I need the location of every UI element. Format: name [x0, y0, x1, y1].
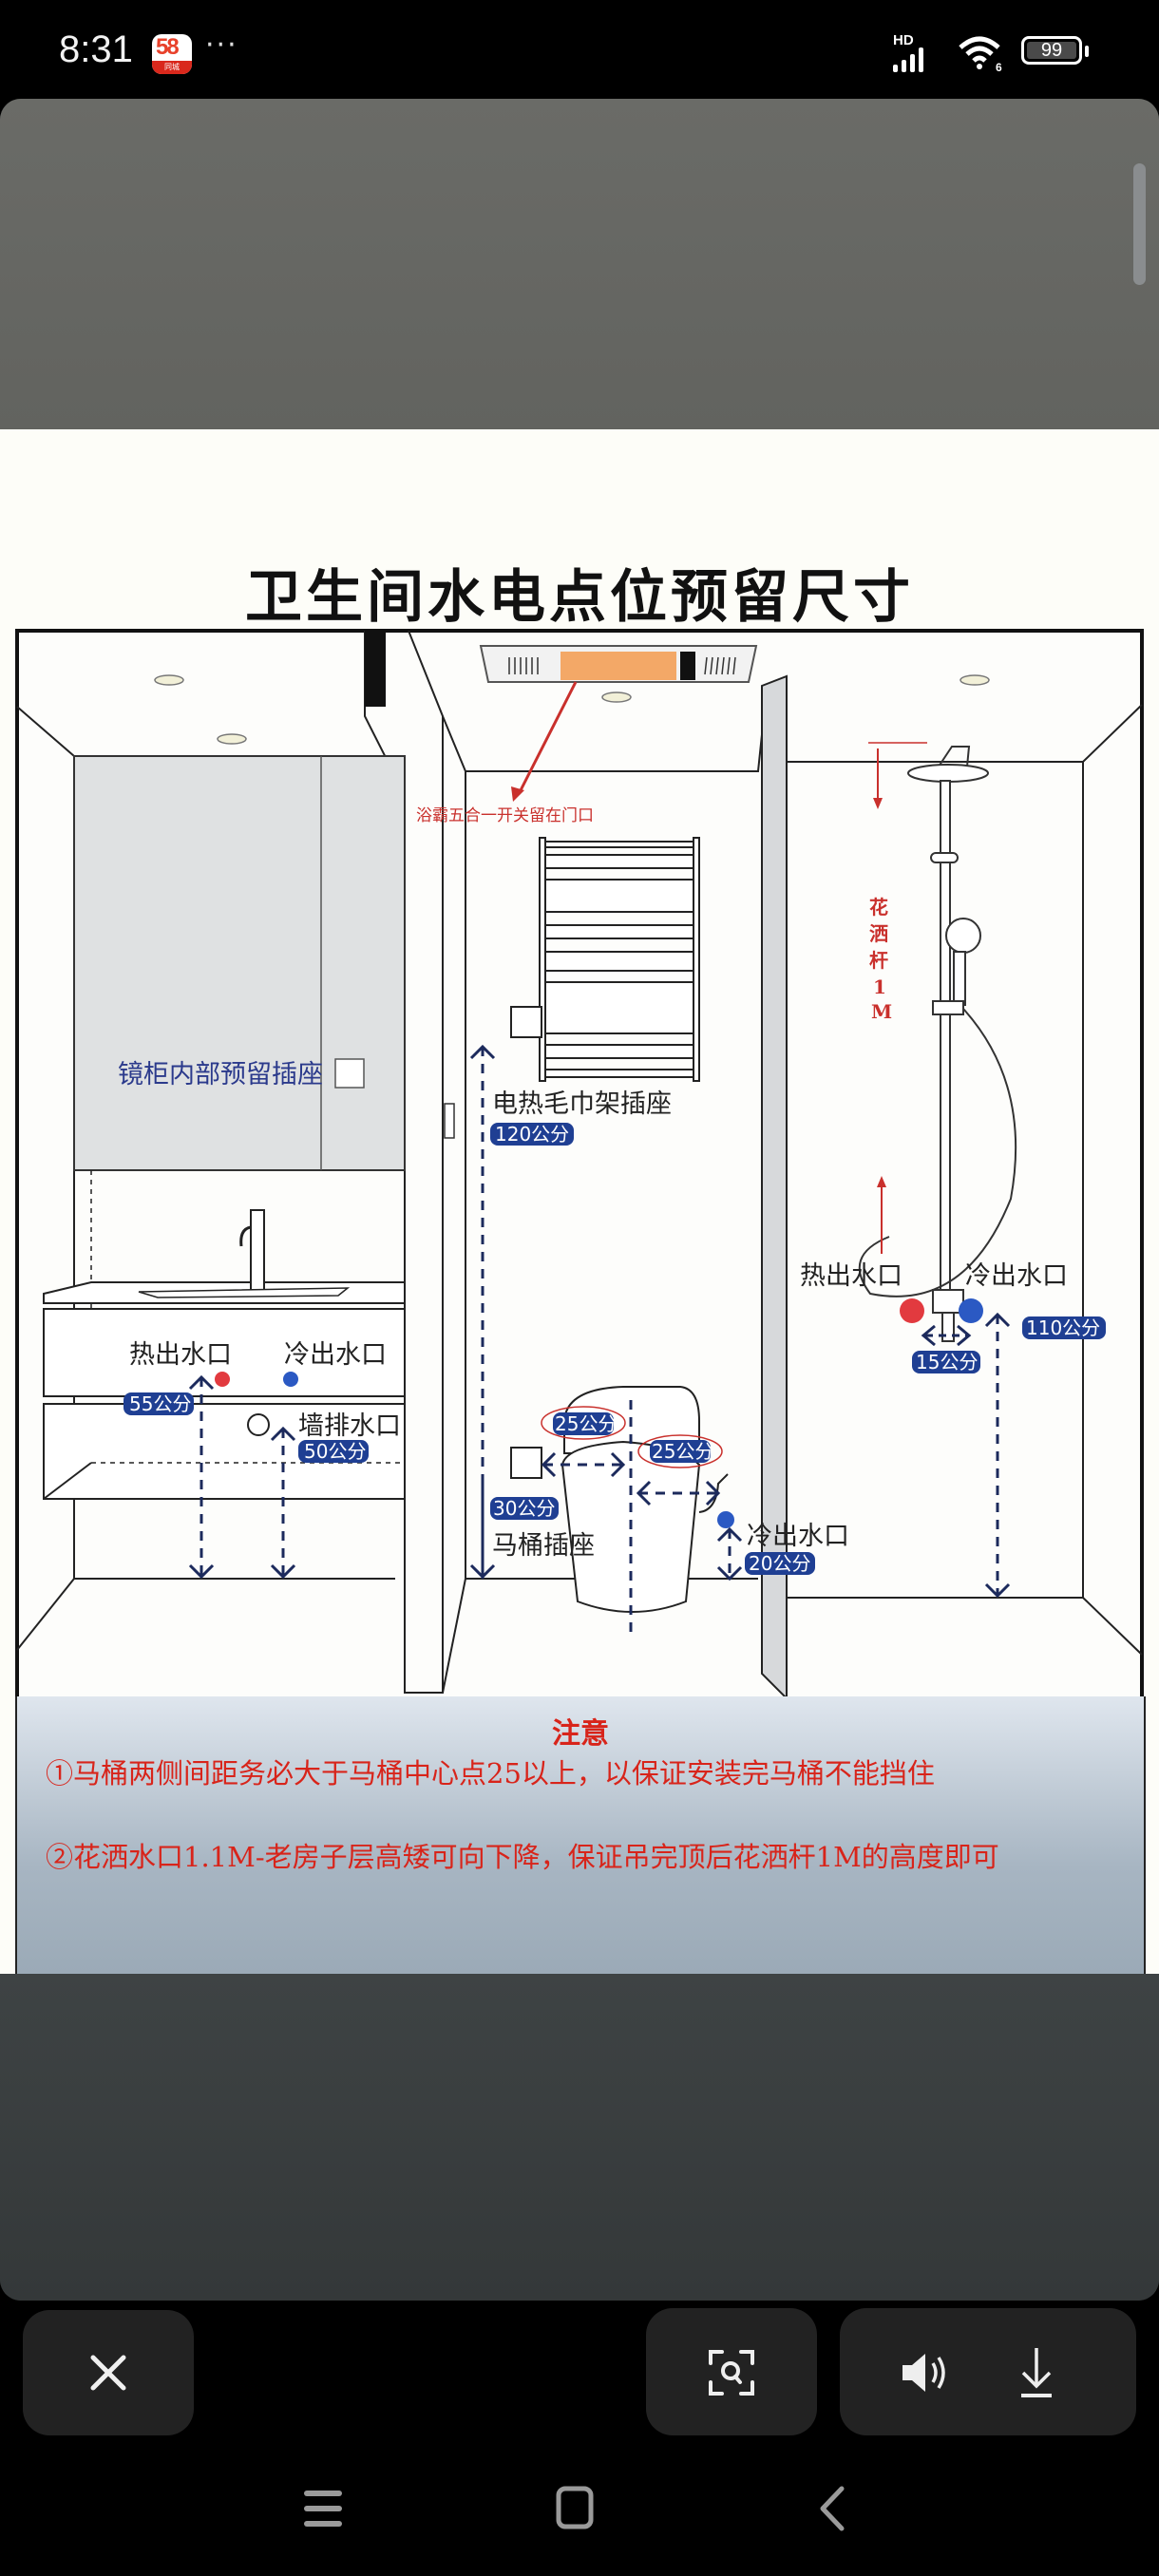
- system-navigation-bar: [0, 2451, 1159, 2576]
- dimmed-area-bottom: [0, 1974, 1159, 2301]
- visual-search-button[interactable]: [646, 2308, 817, 2435]
- bath-heater: [479, 645, 758, 802]
- home-icon[interactable]: [555, 2485, 597, 2532]
- clock: 8:31: [59, 28, 133, 70]
- basin-dimension-lines: [188, 1374, 296, 1580]
- toilet-socket-icon: [510, 1447, 542, 1479]
- svg-text:25公分: 25公分: [652, 1440, 713, 1463]
- mirror-cabinet: [73, 755, 406, 1171]
- basin-hot-label: 热出水口: [129, 1340, 232, 1370]
- download-icon[interactable]: [1013, 2344, 1060, 2401]
- svg-text:M: M: [871, 1000, 892, 1023]
- svg-text:洒: 洒: [869, 922, 888, 945]
- svg-text:花: 花: [869, 896, 888, 919]
- toilet-dimension-lines: [481, 1451, 743, 1582]
- audio-download-group: [840, 2308, 1136, 2435]
- basin-cold-outlet: [283, 1372, 298, 1387]
- bathroom-diagram: 浴霸五合一开关留在门口 镜柜内部预留插座 热出水口: [15, 629, 1144, 1700]
- shower-bar-label: 花 洒 杆 1 M: [869, 896, 892, 1023]
- basin-cold-label: 冷出水口: [284, 1340, 387, 1370]
- 58-app-notification-icon: 58 同城: [152, 34, 192, 74]
- shower-cold-label: 冷出水口: [965, 1261, 1068, 1291]
- svg-text:6: 6: [996, 61, 1002, 72]
- svg-text:15公分: 15公分: [916, 1351, 978, 1373]
- wall-drain-outlet: [247, 1413, 270, 1436]
- bathroom-diagram-image[interactable]: 卫生间水电点位预留尺寸: [0, 429, 1159, 1981]
- shower-dimension-lines: [921, 1312, 1011, 1599]
- poster-title: 卫生间水电点位预留尺寸: [245, 564, 914, 631]
- door-handle: [444, 1103, 455, 1139]
- back-icon[interactable]: [815, 2485, 847, 2532]
- shower-hot-label: 热出水口: [800, 1261, 902, 1291]
- hd-indicator: HD: [893, 32, 914, 48]
- svg-text:1: 1: [873, 975, 886, 998]
- badge-120: 120公分: [490, 1123, 574, 1146]
- status-bar: 8:31 58 同城 ··· HD 6 99: [0, 0, 1159, 99]
- svg-text:55公分: 55公分: [129, 1392, 191, 1415]
- svg-text:50公分: 50公分: [304, 1440, 366, 1463]
- badge-110: 110公分: [1022, 1316, 1106, 1339]
- badge-15: 15公分: [912, 1351, 980, 1373]
- heater-arrow: [517, 681, 578, 795]
- svg-text:20公分: 20公分: [749, 1552, 810, 1575]
- app-icon-number: 58: [156, 34, 180, 60]
- shower-hot-outlet: [900, 1298, 924, 1323]
- badge-55: 55公分: [124, 1392, 194, 1415]
- towel-rack-socket-label: 电热毛巾架插座: [492, 1089, 672, 1119]
- app-icon-band: 同城: [152, 61, 192, 74]
- signal-icon: [893, 47, 923, 72]
- shower-bar-arrow-up: [877, 1176, 886, 1187]
- svg-text:杆: 杆: [869, 949, 888, 972]
- battery-level: 99: [1027, 41, 1076, 60]
- basin-hot-outlet: [215, 1372, 230, 1387]
- badge-20: 20公分: [745, 1552, 815, 1575]
- badge-30: 30公分: [490, 1497, 559, 1520]
- battery-tip: [1085, 46, 1089, 57]
- towel-rack: [539, 837, 700, 1082]
- speaker-icon[interactable]: [897, 2348, 954, 2397]
- notes-panel: 注意 ①马桶两侧间距务必大于马桶中心点25以上，以保证安装完马桶不能挡住 ②花洒…: [15, 1696, 1146, 1981]
- note-item: ②花洒水口1.1M-老房子层高矮可向下降，保证吊完顶后花洒杆1M的高度即可: [46, 1841, 999, 1873]
- svg-text:110公分: 110公分: [1026, 1316, 1100, 1339]
- towel-rack-socket-icon: [510, 1006, 542, 1038]
- wifi-icon: 6: [959, 36, 1002, 72]
- close-icon: [90, 2355, 126, 2391]
- visual-search-icon: [709, 2350, 754, 2396]
- note-item: ①马桶两侧间距务必大于马桶中心点25以上，以保证安装完马桶不能挡住: [46, 1757, 935, 1790]
- shower-set: [858, 746, 1017, 1342]
- toilet-cold-label: 冷出水口: [747, 1522, 849, 1551]
- toilet-cold-outlet: [717, 1511, 734, 1528]
- more-notifications-icon: ···: [205, 28, 238, 62]
- svg-text:30公分: 30公分: [493, 1497, 555, 1520]
- scrollbar-thumb[interactable]: [1133, 163, 1146, 285]
- svg-text:120公分: 120公分: [495, 1123, 569, 1146]
- shower-bar-arrow-down: [873, 798, 883, 809]
- badge-50: 50公分: [298, 1440, 369, 1463]
- ceiling-lights: [154, 674, 990, 745]
- badge-25-right: 25公分: [637, 1434, 723, 1468]
- shower-cold-outlet: [959, 1298, 983, 1323]
- dimmed-area-top: [0, 99, 1159, 429]
- menu-icon[interactable]: [302, 2487, 346, 2530]
- close-button[interactable]: [23, 2310, 194, 2435]
- notes-title: 注意: [552, 1717, 609, 1751]
- heater-switch-label: 浴霸五合一开关留在门口: [416, 806, 594, 825]
- battery-icon: 99: [1021, 36, 1082, 65]
- mirror-socket-icon: [334, 1058, 365, 1089]
- mirror-socket-label: 镜柜内部预留插座: [118, 1060, 323, 1089]
- toilet-socket-label: 马桶插座: [492, 1531, 595, 1561]
- image-viewer[interactable]: 卫生间水电点位预留尺寸: [0, 99, 1159, 2301]
- badge-25-left: 25公分: [541, 1406, 626, 1440]
- wall-drain-label: 墙排水口: [298, 1411, 401, 1441]
- svg-text:25公分: 25公分: [555, 1412, 617, 1435]
